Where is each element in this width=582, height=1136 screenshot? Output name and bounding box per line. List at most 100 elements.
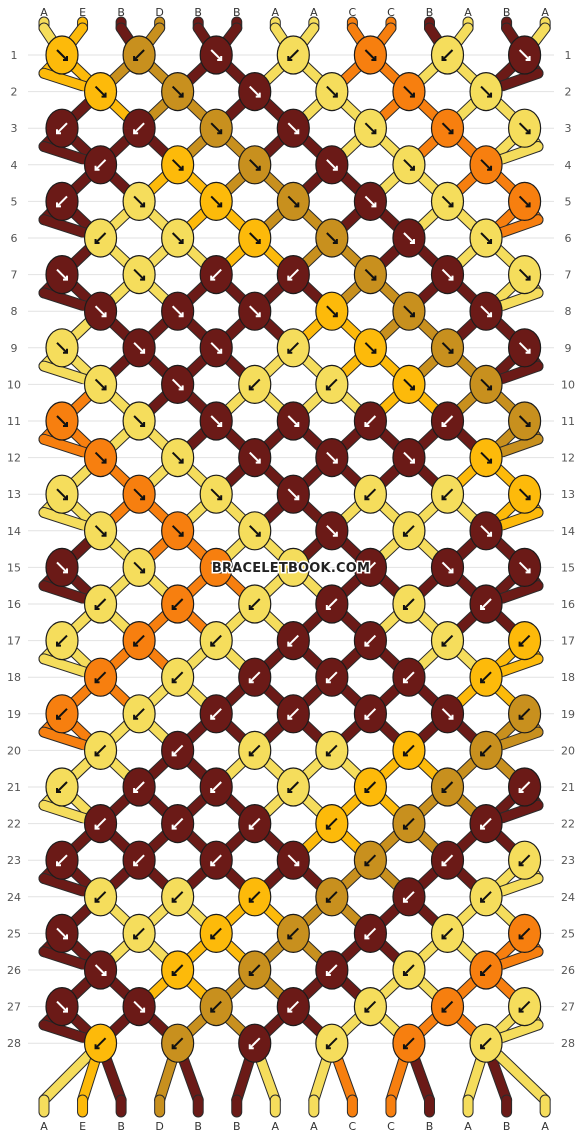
knot[interactable] (199, 181, 233, 221)
knot[interactable] (83, 364, 118, 404)
knot[interactable] (353, 913, 387, 954)
knot[interactable] (392, 438, 426, 478)
knot[interactable] (276, 255, 310, 295)
knot[interactable] (315, 364, 349, 404)
knot[interactable] (122, 108, 156, 148)
knot[interactable] (83, 218, 118, 258)
knot[interactable] (199, 328, 233, 368)
knot[interactable] (507, 401, 542, 441)
knot[interactable] (392, 657, 426, 697)
knot[interactable] (83, 291, 118, 331)
knot[interactable] (238, 218, 272, 258)
knot[interactable] (276, 401, 310, 441)
knot[interactable] (161, 1023, 195, 1063)
knot[interactable] (238, 438, 272, 478)
knot[interactable] (353, 767, 387, 807)
knot[interactable] (45, 474, 79, 514)
knot[interactable] (315, 877, 349, 917)
knot[interactable] (161, 803, 195, 844)
knot[interactable] (161, 291, 195, 331)
knot[interactable] (430, 694, 465, 734)
knot[interactable] (315, 803, 349, 844)
knot[interactable] (83, 584, 118, 624)
knot[interactable] (238, 657, 272, 697)
knot[interactable] (199, 840, 233, 880)
knot[interactable] (45, 328, 79, 368)
knot[interactable] (161, 950, 195, 990)
knot[interactable] (161, 364, 195, 404)
knot[interactable] (315, 71, 349, 112)
knot[interactable] (83, 71, 118, 112)
knot[interactable] (392, 730, 426, 771)
knot[interactable] (238, 950, 272, 990)
knot[interactable] (161, 145, 195, 185)
knot[interactable] (507, 913, 542, 954)
knot[interactable] (276, 767, 310, 807)
knot[interactable] (83, 511, 118, 551)
knot[interactable] (238, 1023, 272, 1063)
knot[interactable] (353, 328, 387, 368)
knot[interactable] (238, 730, 272, 771)
knot[interactable] (161, 218, 195, 258)
knot[interactable] (45, 35, 79, 75)
knot[interactable] (392, 218, 426, 258)
knot[interactable] (469, 511, 503, 551)
knot[interactable] (392, 1023, 426, 1063)
knot[interactable] (469, 877, 503, 917)
knot[interactable] (161, 584, 195, 624)
knot[interactable] (507, 328, 542, 368)
knot[interactable] (469, 145, 503, 185)
knot[interactable] (507, 547, 542, 588)
knot[interactable] (469, 803, 503, 844)
knot[interactable] (507, 620, 542, 661)
knot[interactable] (238, 145, 272, 185)
knot[interactable] (45, 181, 79, 221)
knot[interactable] (353, 401, 387, 441)
knot[interactable] (122, 181, 156, 221)
knot[interactable] (507, 255, 542, 295)
knot[interactable] (469, 1023, 503, 1063)
knot[interactable] (161, 71, 195, 112)
knot[interactable] (199, 694, 233, 734)
knot[interactable] (199, 108, 233, 148)
knot[interactable] (353, 620, 387, 661)
knot[interactable] (430, 328, 465, 368)
knot[interactable] (45, 547, 79, 588)
knot[interactable] (45, 108, 79, 148)
knot[interactable] (392, 584, 426, 624)
knot[interactable] (161, 657, 195, 697)
knot[interactable] (238, 364, 272, 404)
knot[interactable] (122, 255, 156, 295)
knot[interactable] (315, 291, 349, 331)
knot[interactable] (430, 986, 465, 1027)
knot[interactable] (122, 913, 156, 954)
knot[interactable] (353, 255, 387, 295)
knot[interactable] (276, 35, 310, 75)
knot[interactable] (45, 401, 79, 441)
knot[interactable] (315, 950, 349, 990)
knot[interactable] (353, 694, 387, 734)
knot[interactable] (430, 108, 465, 148)
knot[interactable] (276, 913, 310, 954)
knot[interactable] (83, 877, 118, 917)
knot[interactable] (199, 255, 233, 295)
knot[interactable] (238, 877, 272, 917)
knot[interactable] (315, 145, 349, 185)
knot[interactable] (353, 547, 387, 588)
knot[interactable] (469, 730, 503, 771)
knot[interactable] (392, 145, 426, 185)
knot[interactable] (161, 730, 195, 771)
knot[interactable] (276, 474, 310, 514)
knot[interactable] (45, 694, 79, 734)
knot[interactable] (469, 584, 503, 624)
knot[interactable] (199, 35, 233, 75)
knot[interactable] (122, 474, 156, 514)
knot[interactable] (45, 255, 79, 295)
knot[interactable] (469, 218, 503, 258)
knot[interactable] (315, 657, 349, 697)
knot[interactable] (507, 694, 542, 734)
knot[interactable] (83, 950, 118, 990)
knot[interactable] (507, 986, 542, 1027)
knot[interactable] (353, 181, 387, 221)
knot[interactable] (353, 840, 387, 880)
